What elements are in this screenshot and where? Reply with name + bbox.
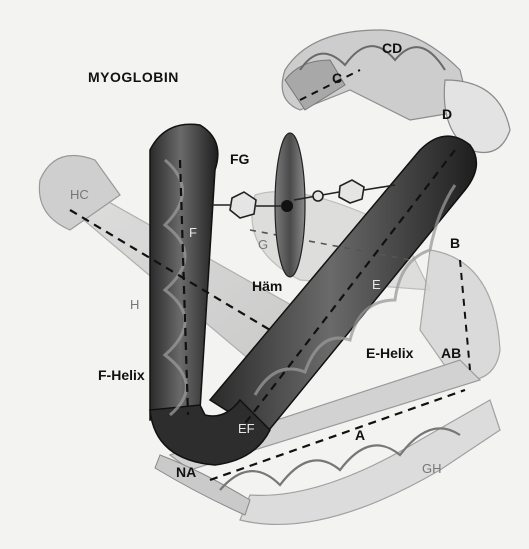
label-c: C: [332, 71, 342, 85]
label-f: F: [189, 226, 197, 239]
label-fg: FG: [230, 152, 249, 166]
label-cd: CD: [382, 41, 402, 55]
figure-title: MYOGLOBIN: [88, 70, 179, 84]
label-f-helix: F-Helix: [98, 368, 145, 382]
label-hc: HC: [70, 188, 89, 201]
label-h: H: [130, 298, 139, 311]
label-e: E: [372, 278, 381, 291]
label-g: G: [258, 238, 268, 251]
label-d: D: [442, 107, 452, 121]
label-e-helix: E-Helix: [366, 346, 413, 360]
label-heme: Häm: [252, 279, 282, 293]
label-ab: AB: [441, 346, 461, 360]
label-a: A: [355, 428, 365, 442]
label-gh: GH: [422, 462, 442, 475]
label-na: NA: [176, 465, 196, 479]
label-ef: EF: [238, 422, 255, 435]
label-b: B: [450, 236, 460, 250]
iron-center: [281, 200, 293, 212]
